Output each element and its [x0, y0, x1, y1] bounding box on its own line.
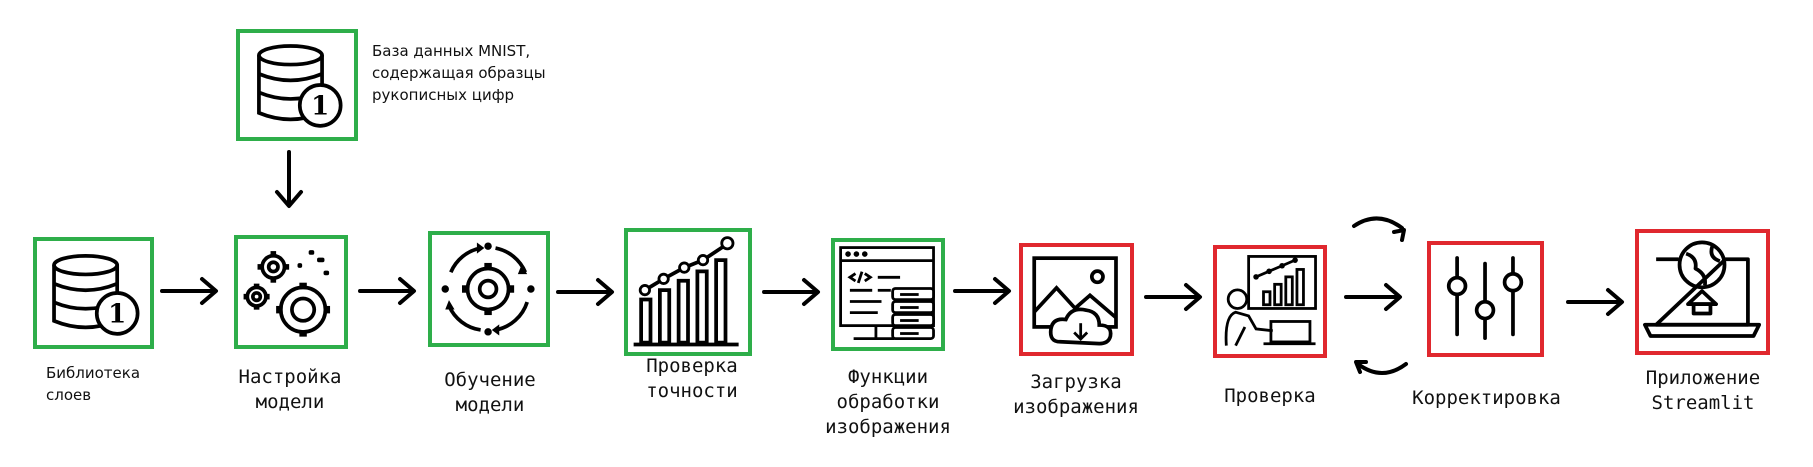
arrow-right: [1566, 288, 1624, 316]
node-image-functions: [831, 238, 945, 351]
label-model-training: Обучение модели: [444, 369, 536, 416]
arrow-right: [953, 277, 1011, 305]
node-image-upload: [1019, 243, 1134, 356]
arrow-right: [762, 278, 820, 306]
label-model-setup: Настройка модели: [238, 366, 342, 413]
arrow-down: [275, 150, 303, 208]
person-analytics-icon: [1224, 255, 1317, 347]
arrow-right: [160, 277, 218, 305]
node-check: [1213, 245, 1327, 358]
arrow-right: [358, 277, 416, 305]
node-model-setup: [234, 235, 348, 349]
sliders-icon: [1446, 256, 1524, 340]
laptop-globe-icon: [1643, 240, 1762, 338]
label-accuracy-check: Проверка точности: [646, 355, 738, 402]
node-streamlit-app: [1635, 229, 1770, 355]
node-model-training: [428, 231, 550, 347]
svg-text:1: 1: [108, 300, 126, 330]
label-image-upload: Загрузка изображения: [1013, 371, 1139, 418]
arrow-right: [1344, 283, 1402, 311]
loop-arrow-top: [1352, 216, 1406, 242]
database-digit-icon: 1: [257, 44, 343, 128]
bar-chart-growth-icon: [633, 236, 739, 347]
node-correction: [1427, 241, 1544, 357]
label-correction: Корректировка: [1412, 387, 1561, 409]
database-digit-icon: 1: [52, 254, 140, 336]
label-check: Проверка: [1224, 385, 1316, 407]
arrow-right: [556, 278, 614, 306]
code-server-icon: [839, 246, 935, 341]
label-streamlit-app: Приложение Streamlit: [1645, 367, 1761, 414]
gears-icon: [243, 250, 331, 337]
mnist-database-node: 1: [236, 29, 358, 141]
image-download-icon: [1032, 256, 1118, 346]
arrow-right: [1144, 283, 1202, 311]
node-accuracy-check: [624, 228, 752, 356]
gear-cycle-icon: [441, 242, 535, 336]
svg-text:1: 1: [311, 92, 329, 122]
loop-arrow-bottom: [1354, 360, 1408, 375]
label-image-functions: Функции обработки изображения: [825, 366, 951, 438]
label-layers-library: Библиотека слоев: [46, 364, 141, 404]
node-layers-library: 1: [33, 237, 154, 349]
mnist-note: База данных MNIST, содержащая образцы ру…: [372, 42, 546, 104]
